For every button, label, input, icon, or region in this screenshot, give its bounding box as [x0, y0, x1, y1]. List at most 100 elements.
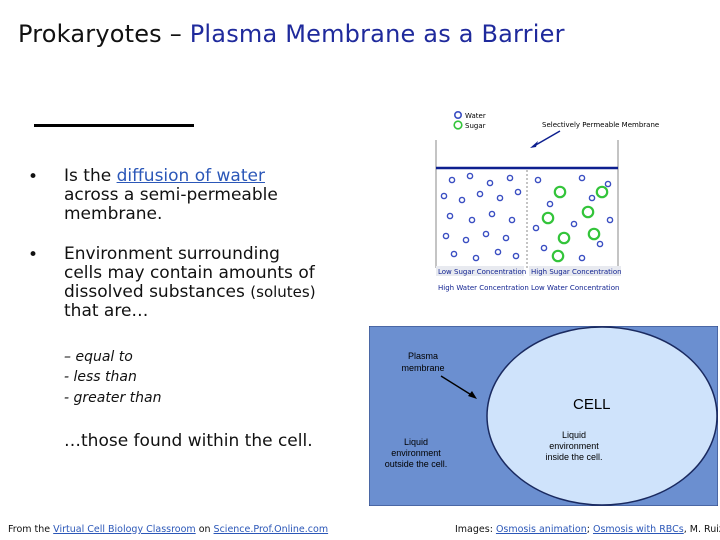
title-prefix: Prokaryotes –: [18, 20, 190, 48]
water-particle: [578, 174, 586, 182]
water-particle: [450, 250, 458, 258]
bullet-marker: •: [28, 167, 39, 187]
right-label-bg: [529, 266, 621, 276]
bullet-2-line3a: dissolved substances: [64, 282, 251, 302]
water-particle: [578, 254, 586, 262]
sugar-particle: [581, 205, 595, 219]
bullet-marker: •: [28, 245, 39, 265]
diffusion-link[interactable]: diffusion of water: [116, 166, 265, 186]
bullet-2-line1: Environment surrounding: [64, 244, 280, 264]
water-particle: [458, 196, 466, 204]
cell-label: CELL: [573, 396, 611, 413]
inside-label-2: environment: [549, 441, 599, 451]
sugar-particle: [553, 185, 567, 199]
title-main: Plasma Membrane as a Barrier: [189, 20, 565, 48]
water-particle: [462, 236, 470, 244]
water-particle: [440, 192, 448, 200]
water-particle: [604, 180, 612, 188]
plasma-membrane-label-2: membrane: [401, 363, 444, 373]
bullet-1-prefix: Is the: [64, 166, 117, 186]
option-equal: – equal to: [64, 349, 133, 365]
bullet-2-line3: dissolved substances (solutes): [64, 283, 316, 302]
sugar-particle: [541, 211, 555, 225]
water-particle: [546, 200, 554, 208]
water-particle: [506, 174, 514, 182]
water-particle: [446, 212, 454, 220]
footer-right: Images: Osmosis animation; Osmosis with …: [455, 524, 720, 535]
outside-label-1: Liquid: [404, 437, 428, 447]
left-concentration-1: Low Sugar Concentration: [438, 268, 526, 276]
water-particle: [488, 210, 496, 218]
water-particle: [466, 172, 474, 180]
water-particle: [442, 232, 450, 240]
sugar-particle: [587, 227, 601, 241]
page-title: Prokaryotes – Plasma Membrane as a Barri…: [18, 20, 565, 48]
bullet-1-text: Is the diffusion of water across a semi-…: [64, 167, 278, 224]
right-concentration-1: High Sugar Concentration: [531, 268, 622, 276]
footer-left-prefix: From the: [8, 524, 54, 535]
bullet-2: • Environment surrounding cells may cont…: [28, 245, 348, 325]
water-particle: [588, 194, 596, 202]
cell-diagram: Plasma membrane CELL Liquid environment …: [369, 326, 718, 506]
plasma-membrane-label-1: Plasma: [408, 351, 438, 361]
water-particle: [468, 216, 476, 224]
sugar-particle: [595, 185, 609, 199]
sugar-legend-label: Sugar: [465, 122, 486, 130]
osmosis-figure: Water Sugar Selectively Permeable Membra…: [435, 110, 659, 292]
left-concentration-2: High Water Concentration: [438, 284, 529, 292]
footer-right-prefix: Images:: [455, 524, 496, 535]
solutes-label: (solutes): [250, 283, 316, 301]
water-particle: [496, 194, 504, 202]
membrane-arrow-icon: [468, 391, 477, 399]
science-prof-link[interactable]: Science.Prof.Online.com: [213, 524, 329, 535]
water-particle: [596, 240, 604, 248]
water-particle: [448, 176, 456, 184]
sugar-legend-icon: [453, 120, 463, 130]
water-particle: [514, 188, 522, 196]
water-particle: [512, 252, 520, 260]
inside-label-1: Liquid: [562, 430, 586, 440]
water-particle: [472, 254, 480, 262]
option-greater: - greater than: [64, 390, 162, 406]
water-particle: [606, 216, 614, 224]
cell-body: [486, 326, 718, 506]
blank-line: [34, 124, 194, 127]
membrane-label: Selectively Permeable Membrane: [542, 121, 659, 129]
membrane-pointer: [533, 130, 561, 147]
water-particle: [494, 248, 502, 256]
osmosis-rbc-link[interactable]: Osmosis with RBCs: [592, 524, 684, 535]
sugar-particle: [551, 249, 565, 263]
bullet-2-text: Environment surrounding cells may contai…: [64, 245, 316, 321]
water-legend-label: Water: [465, 112, 486, 120]
arrow-head-icon: [530, 141, 538, 148]
bullet-1-line1: Is the diffusion of water: [64, 167, 278, 186]
water-legend-icon: [453, 110, 462, 120]
bullet-2-line2: cells may contain amounts of: [64, 263, 315, 283]
footer-right-separator: ;: [586, 524, 593, 535]
closing-text: …those found within the cell.: [64, 431, 313, 451]
water-particle: [508, 216, 516, 224]
sugar-particle: [557, 231, 571, 245]
footer-right-credit: , M. Ruiz: [683, 524, 720, 535]
water-particle: [502, 234, 510, 242]
water-particle: [534, 176, 542, 184]
figure-legend: Water Sugar: [453, 110, 486, 130]
footer-left-mid: on: [195, 524, 214, 535]
water-particle: [482, 230, 490, 238]
water-particle: [532, 224, 540, 232]
inside-label-3: inside the cell.: [545, 452, 602, 462]
bullet-1: • Is the diffusion of water across a sem…: [28, 167, 328, 227]
footer-left: From the Virtual Cell Biology Classroom …: [8, 524, 328, 535]
virtual-cell-link[interactable]: Virtual Cell Biology Classroom: [53, 524, 196, 535]
outside-label-2: environment: [391, 448, 441, 458]
particles: [440, 172, 614, 263]
membrane-arrow-line: [440, 375, 474, 397]
right-concentration-2: Low Water Concentration: [531, 284, 619, 292]
water-particle: [540, 244, 548, 252]
bullet-2-line4: that are…: [64, 301, 149, 321]
water-particle: [486, 179, 494, 187]
water-particle: [570, 220, 578, 228]
osmosis-animation-link[interactable]: Osmosis animation: [495, 524, 587, 535]
water-particle: [476, 190, 484, 198]
bullet-1-line2: across a semi-permeable: [64, 185, 278, 205]
